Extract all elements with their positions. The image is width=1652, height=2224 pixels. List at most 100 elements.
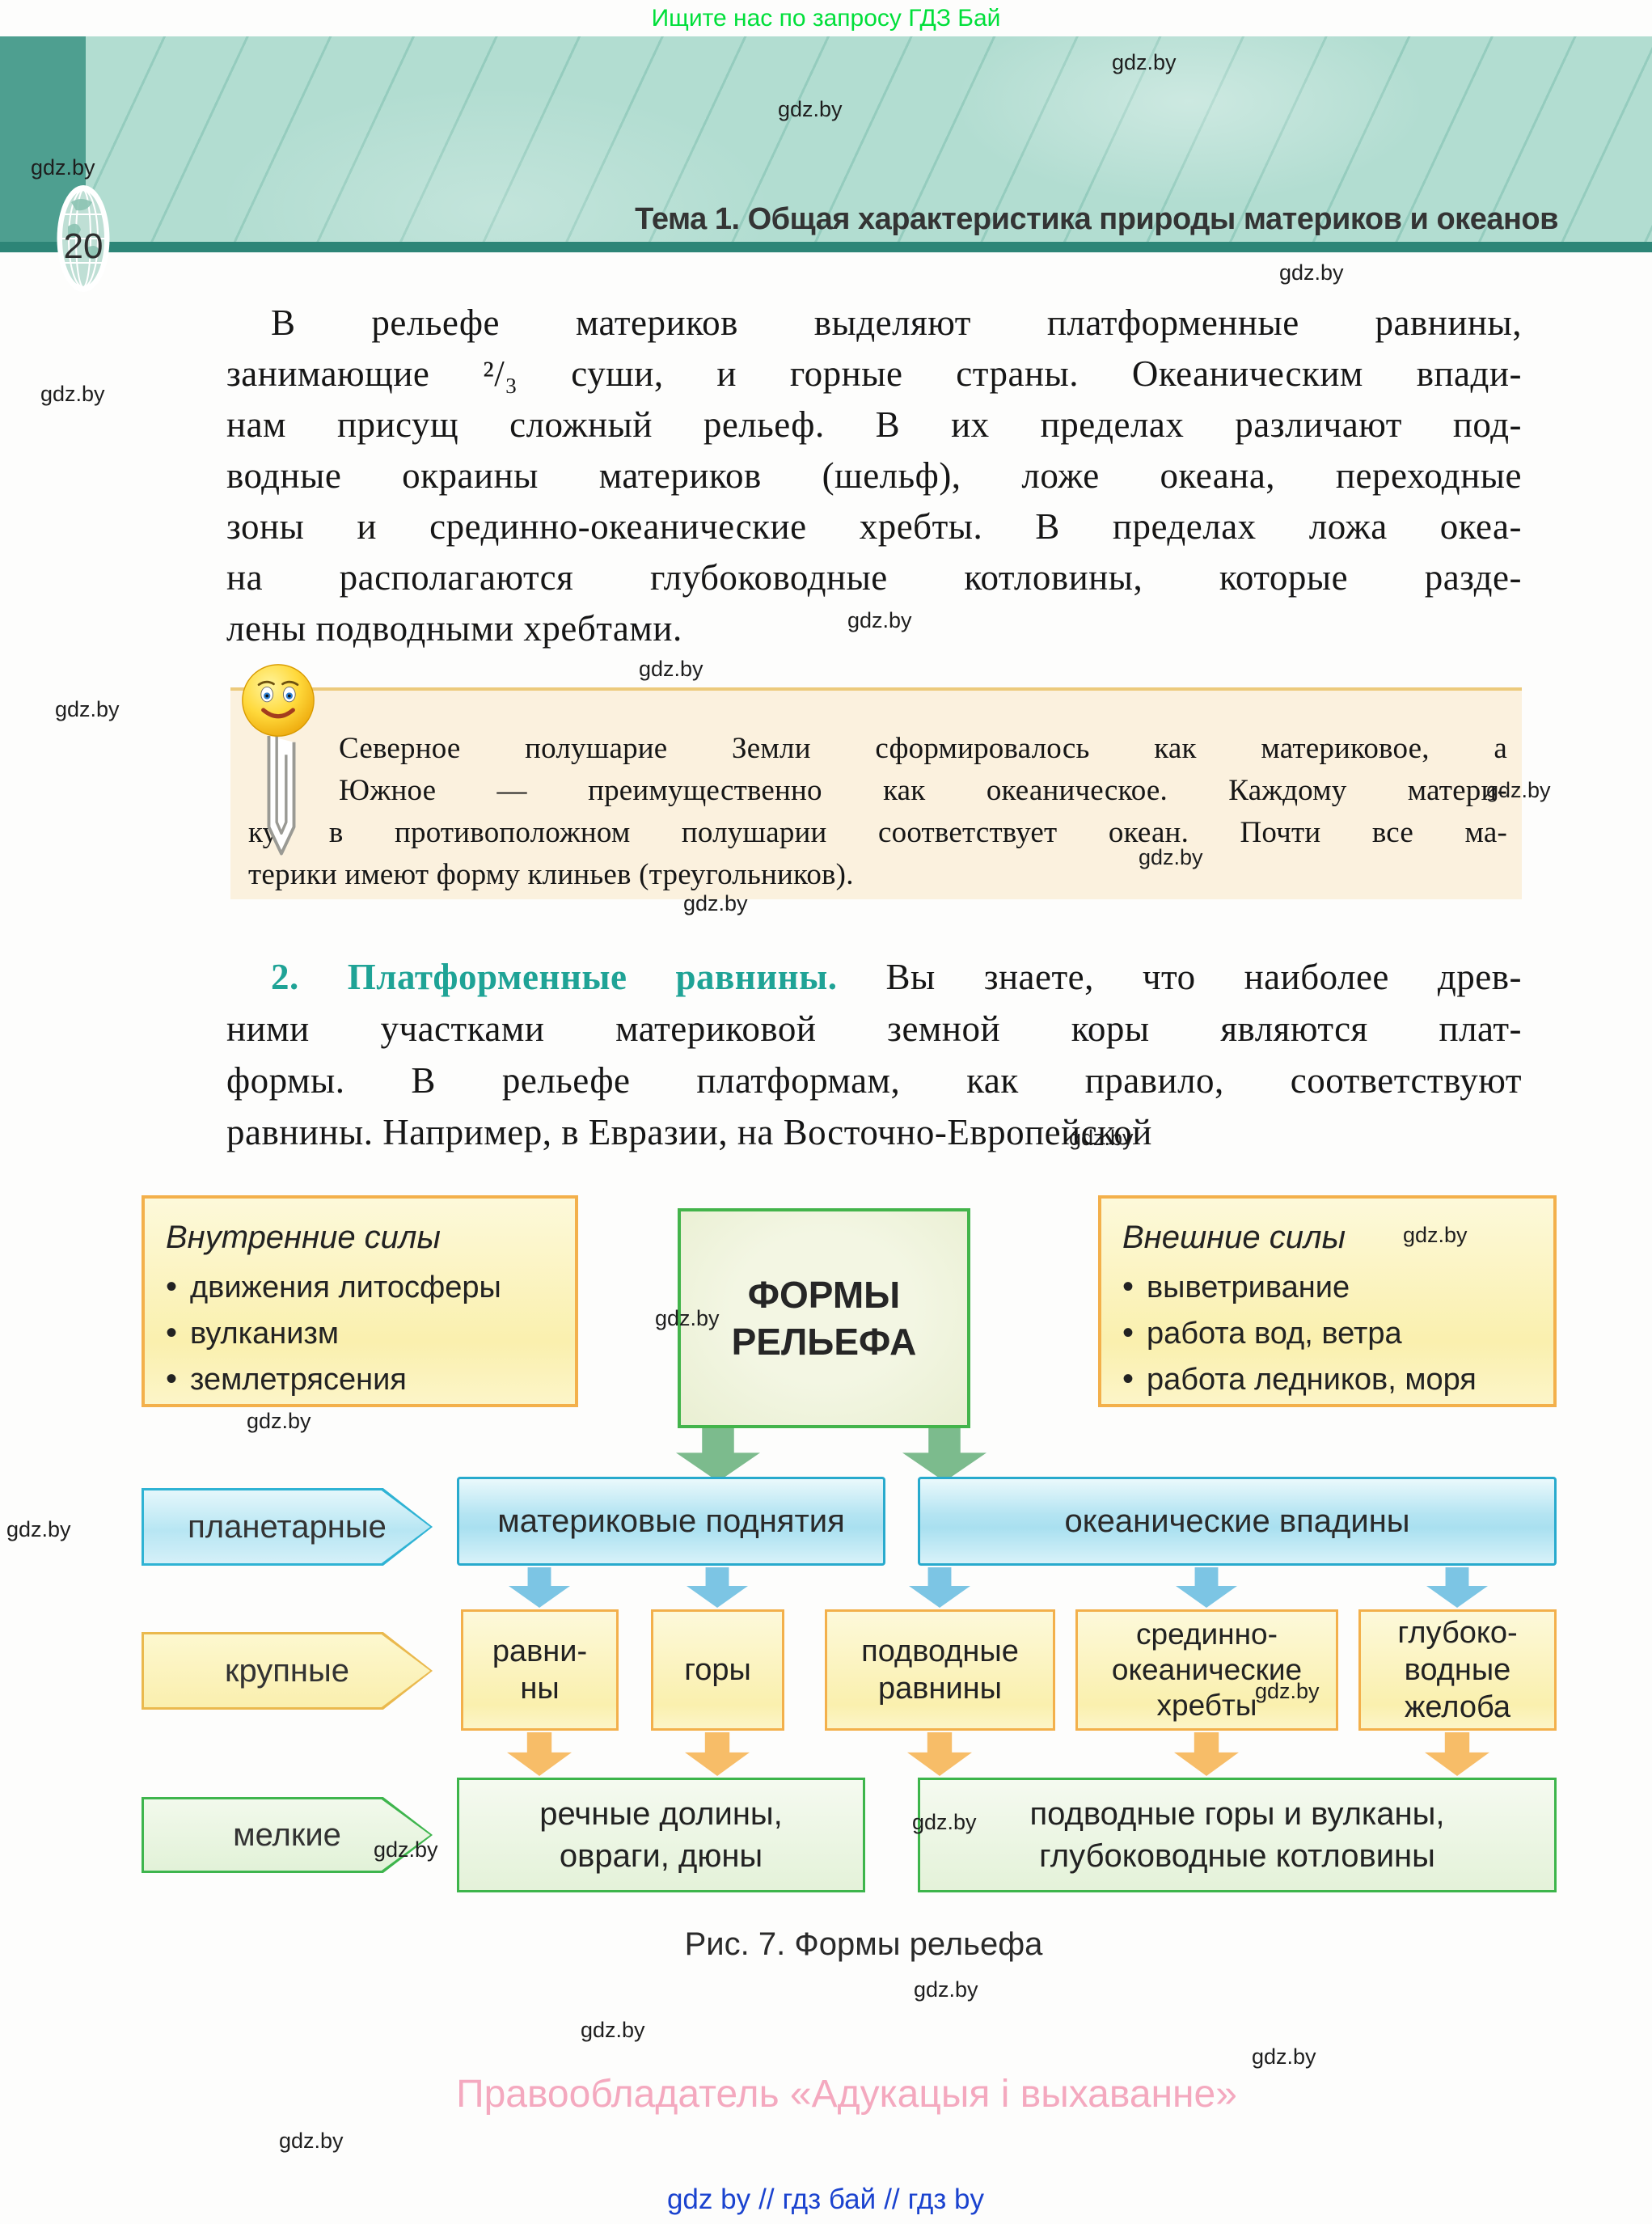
arrow-down-icon bbox=[1174, 1732, 1239, 1776]
section-heading-rest: Вы знаете, что наиболее древ- bbox=[837, 957, 1522, 997]
underwater-plains-box: подводные равнины bbox=[825, 1609, 1055, 1731]
label-arrow-fill: мелкие bbox=[144, 1799, 430, 1871]
force-item: землетрясения bbox=[166, 1356, 575, 1402]
river-valleys-box: речные долины, овраги, дюны bbox=[457, 1778, 865, 1892]
paragraph-line: зоны и срединно-океанические хребты. В п… bbox=[226, 506, 1522, 547]
gdzby-watermark: gdz.by bbox=[6, 1517, 71, 1541]
arrow-down-icon bbox=[687, 1567, 748, 1608]
force-item: движения литосферы bbox=[166, 1264, 575, 1310]
gdzby-watermark: gdz.by bbox=[31, 155, 95, 180]
paragraph-line: нам присущ сложный рельеф. В их пределах… bbox=[226, 404, 1522, 445]
footer-separator: // bbox=[884, 2184, 900, 2215]
force-item: вулканизм bbox=[166, 1310, 575, 1356]
paragraph-line: на располагаются глубоководные котловины… bbox=[226, 557, 1522, 598]
deep-trenches-box: глубоко- водные желоба bbox=[1358, 1609, 1557, 1731]
gdzby-watermark: gdz.by bbox=[1069, 1126, 1134, 1150]
scale-label-large: крупные bbox=[142, 1632, 433, 1710]
relief-forms-box: ФОРМЫ РЕЛЬЕФА bbox=[678, 1208, 970, 1428]
paragraph-line: В рельефе материков выделяют платформенн… bbox=[271, 302, 1522, 343]
gdzby-watermark: gdz.by bbox=[655, 1306, 720, 1330]
paragraph-line: формы. В рельефе платформам, как правило… bbox=[226, 1060, 1522, 1101]
paragraph-line: равнины. Например, в Евразии, на Восточн… bbox=[226, 1112, 1152, 1152]
scale-label-planetary: планетарные bbox=[142, 1488, 433, 1566]
gdzby-watermark: gdz.by bbox=[581, 2018, 645, 2042]
gdzby-watermark: gdz.by bbox=[374, 1837, 438, 1862]
header-band bbox=[0, 36, 1652, 252]
gdzby-watermark: gdz.by bbox=[247, 1409, 311, 1433]
gdzby-watermark: gdz.by bbox=[279, 2129, 344, 2153]
internal-forces-title: Внутренние силы bbox=[166, 1220, 441, 1255]
label-arrow-fill: крупные bbox=[144, 1634, 430, 1707]
gdzby-watermark: gdz.by bbox=[847, 608, 912, 632]
arrow-down-icon bbox=[1425, 1732, 1489, 1776]
external-forces-box: Внешние силы выветриваниеработа вод, вет… bbox=[1098, 1195, 1557, 1407]
internal-forces-list: движения литосферывулканизмземлетрясения bbox=[145, 1264, 575, 1402]
paragraph-line: лены подводными хребтами. bbox=[226, 608, 682, 649]
internal-forces-box: Внутренние силы движения литосферывулкан… bbox=[142, 1195, 578, 1407]
gdzby-watermark: gdz.by bbox=[683, 891, 748, 915]
scale-label-small: мелкие bbox=[142, 1797, 433, 1873]
arrow-down-icon bbox=[909, 1567, 970, 1608]
external-forces-title: Внешние силы bbox=[1122, 1220, 1346, 1255]
gdzby-watermark: gdz.by bbox=[1279, 260, 1344, 285]
gdzby-watermark: gdz.by bbox=[1112, 50, 1177, 74]
page-number: 20 bbox=[63, 226, 104, 266]
section-heading: 2. Платформенные равнины. bbox=[271, 957, 838, 997]
gdzby-watermark: gdz.by bbox=[1139, 845, 1203, 869]
arrow-down-icon bbox=[1176, 1567, 1237, 1608]
header-band-strip bbox=[0, 242, 1652, 252]
mountains-box: горы bbox=[651, 1609, 784, 1731]
gdzby-watermark: gdz.by bbox=[914, 1977, 978, 2002]
gdzby-watermark: gdz.by bbox=[778, 97, 843, 121]
gdzby-watermark: gdz.by bbox=[912, 1810, 977, 1834]
footer-link[interactable]: гдз by bbox=[907, 2184, 985, 2215]
gdzby-watermark: gdz.by bbox=[1252, 2044, 1316, 2069]
footer-links: gdz by//гдз бай//гдз by bbox=[421, 2184, 1230, 2216]
oceanic-basins-box: океанические впадины bbox=[918, 1477, 1557, 1566]
underwater-mountains-box: подводные горы и вулканы, глубоководные … bbox=[918, 1778, 1557, 1892]
paperclip-icon bbox=[257, 734, 306, 868]
promo-banner: Ищите нас по запросу ГДЗ Бай bbox=[651, 5, 1001, 32]
smiley-icon bbox=[241, 663, 315, 738]
footer-link[interactable]: gdz by bbox=[666, 2184, 751, 2215]
note-text: Северное полушарие Земли сформировалось … bbox=[230, 691, 1522, 896]
arrow-down-icon bbox=[902, 1428, 987, 1482]
force-item: работа ледников, моря bbox=[1122, 1356, 1553, 1402]
figure-caption: Рис. 7. Формы рельефа bbox=[684, 1926, 1043, 1962]
paragraph-lines: ними участками материковой земной коры я… bbox=[226, 1003, 1522, 1158]
arrow-down-icon bbox=[509, 1567, 570, 1608]
external-forces-list: выветриваниеработа вод, ветраработа ледн… bbox=[1101, 1264, 1553, 1402]
paragraph-line: ними участками материковой земной коры я… bbox=[226, 1008, 1522, 1049]
footer-link[interactable]: гдз бай bbox=[782, 2184, 877, 2215]
gdzby-watermark: gdz.by bbox=[40, 382, 105, 406]
arrow-down-icon bbox=[507, 1732, 572, 1776]
gdzby-watermark: gdz.by bbox=[1486, 778, 1551, 802]
copyright-notice: Правообладатель «Адукацыя і выхаванне» bbox=[456, 2073, 1237, 2116]
arrow-down-icon bbox=[1426, 1567, 1488, 1608]
plains-box: равни- ны bbox=[461, 1609, 619, 1731]
gdzby-watermark: gdz.by bbox=[1255, 1679, 1320, 1703]
footer-separator: // bbox=[758, 2184, 775, 2215]
force-item: выветривание bbox=[1122, 1264, 1553, 1310]
paragraph-line: водные окраины материков (шельф), ложе о… bbox=[226, 455, 1522, 496]
gdzby-watermark: gdz.by bbox=[1403, 1223, 1468, 1247]
label-arrow-fill: планетарные bbox=[144, 1490, 430, 1563]
arrow-down-icon bbox=[907, 1732, 972, 1776]
paragraph-relief: В рельефе материков выделяют платформенн… bbox=[226, 298, 1522, 654]
chapter-title: Тема 1. Общая характеристика природы мат… bbox=[635, 202, 1558, 236]
arrow-down-icon bbox=[685, 1732, 750, 1776]
force-item: работа вод, ветра bbox=[1122, 1310, 1553, 1356]
note-line: Северное полушарие Земли сформировалось … bbox=[339, 732, 1507, 765]
gdzby-watermark: gdz.by bbox=[639, 657, 703, 681]
mid-ocean-ridges-box: срединно- океанические хребты bbox=[1075, 1609, 1338, 1731]
paragraph-line: занимающие ²/₃ суши, и горные страны. Ок… bbox=[226, 353, 1522, 394]
paragraph-platform-plains: 2. Платформенные равнины. Вы знаете, что… bbox=[226, 951, 1522, 1158]
note-line: терики имеют форму клиньев (треугольнико… bbox=[248, 858, 854, 891]
continental-uplifts-box: материковые поднятия bbox=[457, 1477, 885, 1566]
globe-icon bbox=[57, 184, 110, 293]
paragraph-line: 2. Платформенные равнины. Вы знаете, что… bbox=[226, 951, 1522, 1003]
note-box: Северное полушарие Земли сформировалось … bbox=[230, 687, 1522, 899]
note-line: Южное — преимущественно как океаническое… bbox=[339, 774, 1507, 807]
note-line: ку в противоположном полушарии соответст… bbox=[248, 816, 1507, 849]
